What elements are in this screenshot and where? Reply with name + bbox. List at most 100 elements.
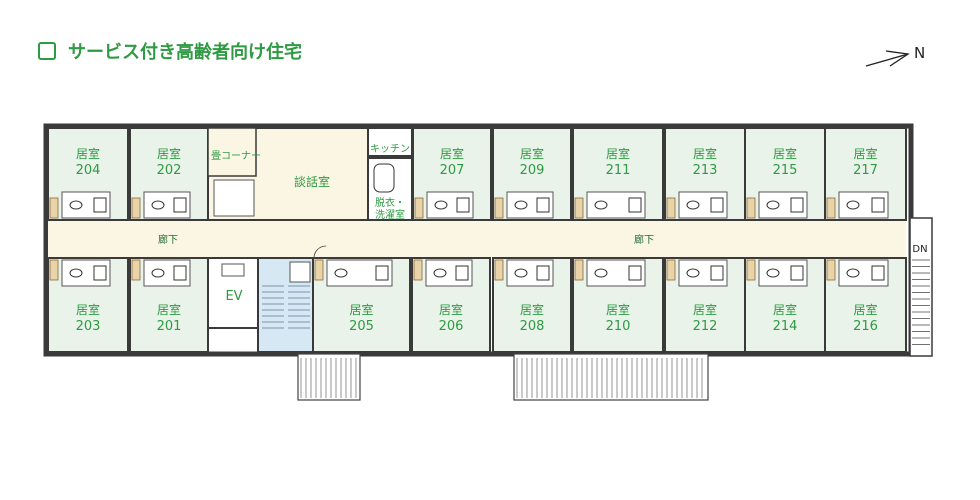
door-swing-icon xyxy=(313,245,327,259)
sink-icon xyxy=(628,197,642,213)
closet xyxy=(131,259,141,281)
room-label: 居室 xyxy=(157,302,181,317)
room-label: 居室 xyxy=(349,302,373,317)
closet xyxy=(574,197,584,219)
closet xyxy=(746,197,756,219)
north-arrow-icon: N xyxy=(865,44,925,67)
stair-down-label: DN xyxy=(912,244,927,255)
plan-title: サービス付き高齢者向け住宅 xyxy=(68,42,302,63)
bathtub-icon xyxy=(373,163,395,193)
room-label: 居室 xyxy=(853,146,877,161)
sink-icon xyxy=(173,197,187,213)
closet xyxy=(49,197,59,219)
room-label: 居室 xyxy=(773,302,797,317)
room-label: 居室 xyxy=(606,146,630,161)
room-label: 居室 xyxy=(693,302,717,317)
corridor xyxy=(48,220,906,258)
closet xyxy=(826,259,836,281)
sink-icon xyxy=(375,265,389,281)
toilet-icon xyxy=(69,200,83,210)
room-number: 215 xyxy=(773,163,798,178)
toilet-icon xyxy=(594,200,608,210)
toilet-icon xyxy=(686,200,700,210)
room-212 xyxy=(664,257,746,353)
toilet-icon xyxy=(686,268,700,278)
closet xyxy=(494,197,504,219)
closet xyxy=(494,259,504,281)
sink-icon xyxy=(790,197,804,213)
room-number: 203 xyxy=(76,319,101,334)
room-label: 居室 xyxy=(853,302,877,317)
toilet-icon xyxy=(151,200,165,210)
toilet-icon xyxy=(514,200,528,210)
closet xyxy=(414,197,424,219)
sink-icon xyxy=(871,265,885,281)
closet xyxy=(314,259,324,281)
room-label: 居室 xyxy=(520,302,544,317)
toilet-icon xyxy=(846,200,860,210)
toilet-icon xyxy=(334,268,348,278)
closet xyxy=(574,259,584,281)
kitchen-label: キッチン xyxy=(370,143,410,155)
kitchen xyxy=(367,127,413,157)
room-number: 201 xyxy=(157,319,182,334)
room-number: 217 xyxy=(853,163,878,178)
lounge-label: 談話室 xyxy=(294,174,330,189)
room-label: 居室 xyxy=(440,146,464,161)
sink-icon xyxy=(790,265,804,281)
elevator-label: EV xyxy=(225,289,242,304)
room-213 xyxy=(664,127,746,221)
toilet-icon xyxy=(766,200,780,210)
sink-icon xyxy=(455,265,469,281)
sink-icon xyxy=(173,265,187,281)
sink-icon xyxy=(628,265,642,281)
sink-icon xyxy=(710,197,724,213)
closet xyxy=(666,259,676,281)
utility-closet xyxy=(289,261,311,283)
room-number: 207 xyxy=(440,163,465,178)
corridor-east-label: 廊下 xyxy=(634,233,654,246)
room-number: 206 xyxy=(439,319,464,334)
toilet-icon xyxy=(594,268,608,278)
laundry-label-2: 洗濯室 xyxy=(375,208,405,221)
sink-icon xyxy=(456,197,470,213)
tatami-corner-label: 畳コーナー xyxy=(211,150,261,162)
closet xyxy=(746,259,756,281)
toilet-icon xyxy=(151,268,165,278)
sink-icon xyxy=(536,197,550,213)
sink-icon xyxy=(93,197,107,213)
sink-icon xyxy=(93,265,107,281)
laundry-label-1: 脱衣・ xyxy=(375,196,405,209)
room-label: 居室 xyxy=(157,146,181,161)
room-label: 居室 xyxy=(606,302,630,317)
room-label: 居室 xyxy=(439,302,463,317)
toilet-icon xyxy=(434,200,448,210)
toilet-icon xyxy=(433,268,447,278)
elevator-door xyxy=(221,263,245,277)
closet xyxy=(49,259,59,281)
toilet-icon xyxy=(69,268,83,278)
closet xyxy=(826,197,836,219)
room-number: 208 xyxy=(520,319,545,334)
room-207 xyxy=(412,127,492,221)
room-number: 216 xyxy=(853,319,878,334)
accessible-toilet xyxy=(213,179,255,217)
compass-north-label: N xyxy=(914,44,925,62)
legend-header: サービス付き高齢者向け住宅 xyxy=(38,38,302,64)
closet xyxy=(413,259,423,281)
room-label: 居室 xyxy=(76,146,100,161)
room-label: 居室 xyxy=(773,146,797,161)
balcony-east xyxy=(513,353,709,401)
room-number: 212 xyxy=(693,319,718,334)
sink-icon xyxy=(536,265,550,281)
toilet-icon xyxy=(846,268,860,278)
toilet-icon xyxy=(514,268,528,278)
legend-color-box xyxy=(38,42,56,60)
room-number: 204 xyxy=(76,163,101,178)
toilet-icon xyxy=(766,268,780,278)
room-number: 210 xyxy=(606,319,631,334)
room-number: 211 xyxy=(606,163,631,178)
balcony-west xyxy=(297,353,361,401)
room-number: 209 xyxy=(520,163,545,178)
closet xyxy=(131,197,141,219)
